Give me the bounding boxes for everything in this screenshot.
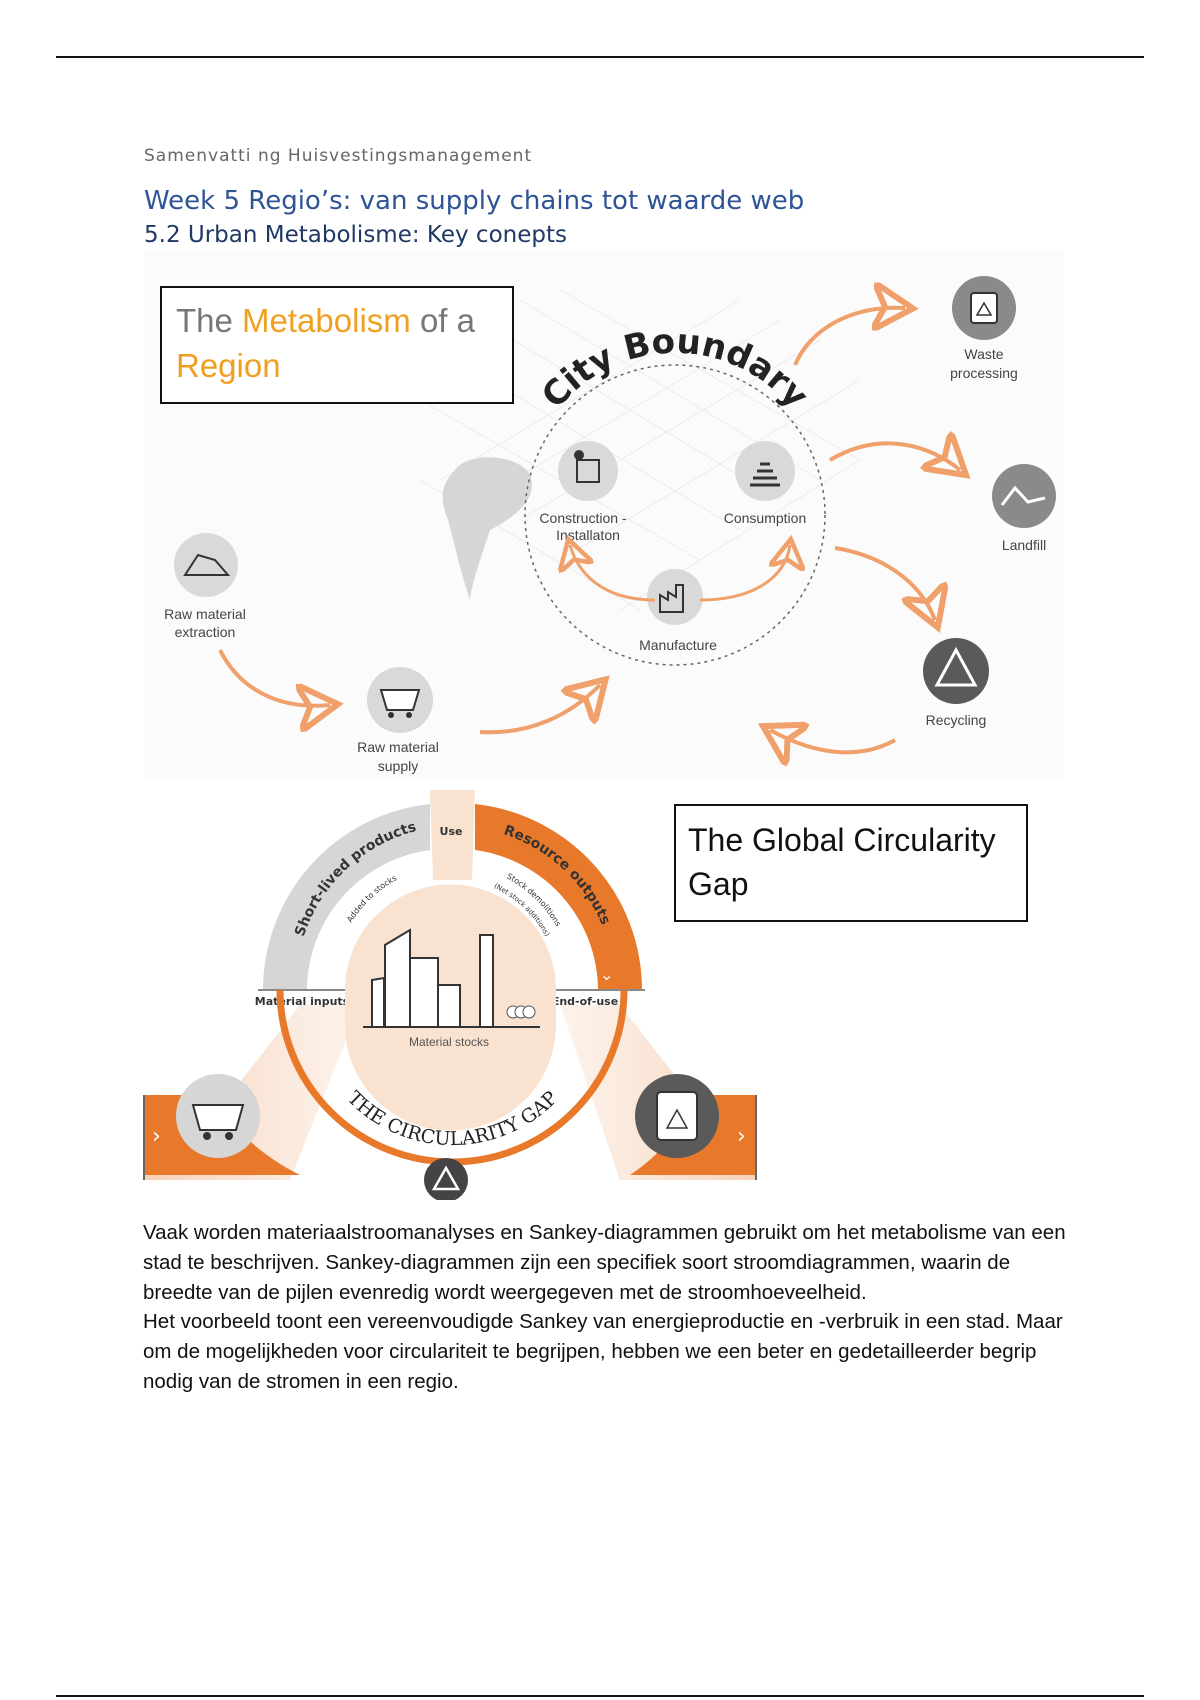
- recycle-icon: [424, 1158, 468, 1200]
- heading-section: 5.2 Urban Metabolisme: Key conepts: [144, 222, 567, 248]
- material-inputs-label: Material inputs: [255, 995, 350, 1008]
- chevron-right-icon: ›: [152, 1124, 161, 1149]
- title-highlight-region: Region: [176, 347, 281, 384]
- raw-extraction-label-2: extraction: [175, 624, 236, 640]
- manufacture-label: Manufacture: [639, 637, 717, 653]
- body-text: Vaak worden materiaalstroomanalyses en S…: [143, 1218, 1073, 1397]
- recycling-bin-icon: [635, 1074, 719, 1158]
- consumption-icon: [735, 441, 795, 501]
- circularity-title-line1: The Global Circularity: [688, 822, 996, 858]
- paragraph: Het voorbeeld toont een vereenvoudigde S…: [143, 1310, 1063, 1393]
- construction-label: Construction -: [539, 510, 626, 526]
- metabolism-title-box: The Metabolism of a Region: [160, 286, 514, 404]
- title-part-the: The: [176, 302, 243, 339]
- circularity-gap-figure: › › Use Short-lived products Resource ou…: [143, 790, 757, 1200]
- landfill-icon: [992, 464, 1056, 528]
- mining-cart-icon: [176, 1074, 260, 1158]
- waste-label: Waste: [964, 346, 1003, 362]
- raw-supply-label-1: Raw material: [357, 739, 439, 755]
- processing-label: processing: [950, 365, 1018, 381]
- use-label: Use: [440, 825, 463, 838]
- factory-icon: [647, 569, 703, 625]
- waste-processing-icon: [952, 276, 1016, 340]
- raw-supply-label-2: supply: [378, 758, 418, 774]
- recycling-label: Recycling: [926, 712, 987, 728]
- paragraph: Vaak worden materiaalstroomanalyses en S…: [143, 1221, 1066, 1304]
- consumption-label: Consumption: [724, 510, 807, 526]
- construction-icon: [558, 441, 618, 501]
- title-highlight-metabolism: Metabolism: [242, 302, 411, 339]
- heading-week: Week 5 Regio’s: van supply chains tot wa…: [144, 186, 805, 216]
- circularity-title-box: The Global Circularity Gap: [674, 804, 1028, 922]
- raw-extraction-label-1: Raw material: [164, 606, 246, 622]
- installation-label: Installaton: [556, 527, 620, 543]
- chevron-down-icon: ⌄: [600, 965, 613, 984]
- circularity-title: The Global Circularity Gap: [688, 818, 996, 906]
- flow-arrows: [218, 308, 960, 753]
- top-rule: [56, 56, 1144, 58]
- chevron-right-icon: ›: [737, 1124, 746, 1149]
- landfill-label: Landfill: [1002, 537, 1046, 553]
- city-buildings-icon: [371, 928, 494, 1027]
- material-stocks-label: Material stocks: [409, 1035, 489, 1049]
- city-boundary-circle: [524, 364, 826, 666]
- document-header: Samenvatti ng Huisvestingsmanagement: [144, 146, 533, 166]
- end-of-use-label: End-of-use: [552, 995, 618, 1008]
- raw-extraction-icon: [174, 533, 238, 597]
- title-part-of-a: of a: [410, 302, 475, 339]
- metabolism-title: The Metabolism of a Region: [176, 298, 475, 388]
- mining-cart-icon: [367, 667, 433, 733]
- circularity-title-line2: Gap: [688, 866, 749, 902]
- bottom-rule: [56, 1695, 1144, 1697]
- recycling-icon: [923, 638, 989, 704]
- metabolism-figure: City Boundary Construction - Installaton…: [144, 250, 1064, 780]
- figures-svg: City Boundary Construction - Installaton…: [143, 250, 1064, 1200]
